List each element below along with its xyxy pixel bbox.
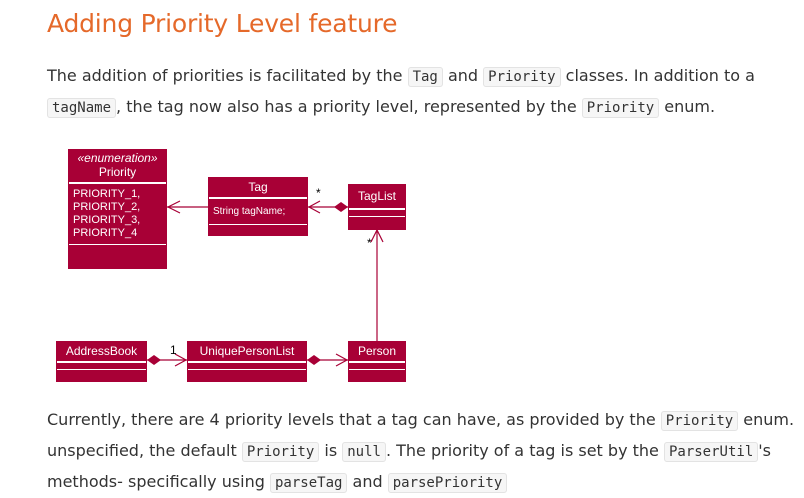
taglist-tag-arrowhead (307, 200, 321, 214)
uml-class-taglist: TagList (348, 184, 406, 230)
priority-value: PRIORITY_3, (73, 213, 141, 226)
uml-class-person: Person (348, 341, 406, 382)
tag-separator-2 (209, 223, 307, 225)
uml-connectors (147, 200, 384, 367)
taglist-separator (349, 208, 405, 210)
levels-line-1: Currently, there are 4 priority levels t… (47, 410, 795, 431)
upl-composition-diamond (307, 355, 321, 365)
person-separator (349, 361, 405, 363)
intro-line-2: tagName, the tag now also has a priority… (47, 97, 715, 118)
section-heading: Adding Priority Level feature (47, 9, 398, 38)
upl-class-name: UniquePersonList (199, 344, 295, 358)
tag-separator (209, 197, 307, 199)
code-priority-2: Priority (581, 98, 660, 118)
priority-value: PRIORITY_1, (73, 187, 141, 200)
addressbook-composition-diamond (147, 355, 161, 365)
priority-class-name: Priority (98, 165, 137, 179)
code-null: null (342, 442, 386, 462)
code-parserutil: ParserUtil (663, 442, 759, 462)
uml-class-addressbook: AddressBook (56, 341, 147, 382)
addressbook-upl-arrowhead (174, 353, 188, 367)
levels-line-3: methods- specifically using parseTag and… (47, 472, 508, 493)
priority-values: PRIORITY_1, PRIORITY_2, PRIORITY_3, PRIO… (69, 184, 166, 242)
priority-levels-paragraph: Currently, there are 4 priority levels t… (47, 405, 794, 498)
multiplicity-upl-one: 1 (170, 343, 177, 357)
priority-value: PRIORITY_2, (73, 200, 141, 213)
code-priority-4: Priority (241, 442, 320, 462)
code-priority: Priority (483, 67, 561, 87)
tag-priority-arrowhead (166, 200, 181, 214)
person-separator-2 (349, 368, 405, 370)
code-priority-3: Priority (660, 411, 739, 431)
addressbook-separator-2 (57, 368, 146, 370)
priority-separator (69, 182, 166, 184)
code-tag: Tag (407, 67, 443, 87)
taglist-composition-diamond (334, 202, 348, 212)
uml-class-diagram: «enumeration» Priority PRIORITY_1, PRIOR… (56, 149, 406, 382)
upl-person-arrowhead (335, 353, 349, 367)
uml-class-priority: «enumeration» Priority PRIORITY_1, PRIOR… (68, 149, 167, 269)
taglist-separator-2 (349, 215, 405, 217)
upl-separator-2 (188, 368, 306, 370)
code-tagname: tagName (47, 98, 117, 118)
multiplicity-tag-star: * (316, 186, 321, 200)
uml-class-uniquepersonlist: UniquePersonList (187, 341, 307, 382)
levels-line-2: unspecified, the default Priority is nul… (47, 441, 771, 462)
tag-field: String tagName; (213, 205, 286, 217)
intro-line-1: The addition of priorities is facilitate… (47, 66, 755, 87)
code-parsepriority: parsePriority (387, 473, 508, 493)
code-parsetag: parseTag (270, 473, 348, 493)
taglist-class-name: TagList (357, 189, 397, 203)
priority-separator-2 (69, 243, 166, 245)
person-taglist-arrowhead (370, 228, 384, 243)
upl-separator (188, 361, 306, 363)
intro-paragraph: The addition of priorities is facilitate… (47, 61, 755, 123)
priority-value: PRIORITY_4 (73, 226, 138, 239)
multiplicity-person-star: * (367, 236, 372, 250)
person-class-name: Person (357, 344, 397, 358)
tag-class-name: Tag (248, 180, 268, 194)
priority-stereotype: «enumeration» (77, 151, 158, 165)
addressbook-separator (57, 361, 146, 363)
addressbook-class-name: AddressBook (65, 344, 138, 358)
uml-class-tag: Tag String tagName; (208, 177, 308, 236)
